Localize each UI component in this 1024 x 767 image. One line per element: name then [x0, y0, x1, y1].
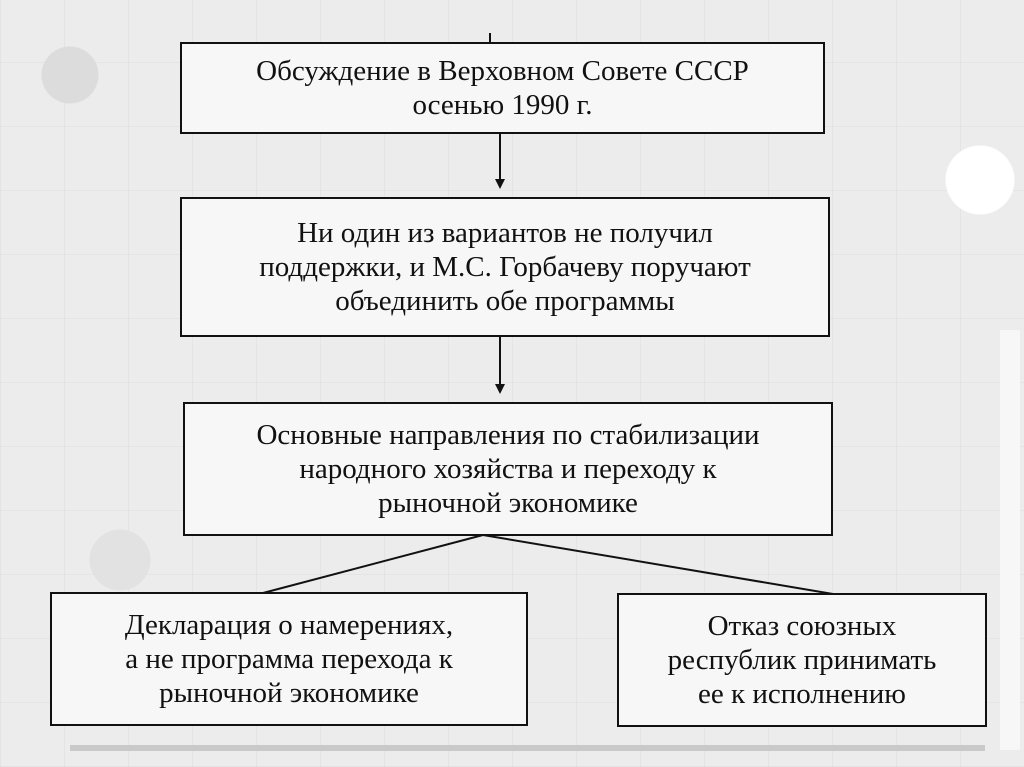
- branch-line-left: [262, 534, 484, 594]
- box3-line-1: Основные направления по стабилизации: [256, 419, 760, 451]
- box4-line-1: Декларация о намерениях,: [124, 609, 454, 641]
- box3-line-2: народного хозяйства и переходу к: [299, 453, 717, 485]
- box1-line-1: Обсуждение в Верховном Совете СССР: [256, 55, 749, 87]
- box-republics-refusal: Отказ союзных республик принимать ее к и…: [617, 593, 987, 727]
- box-no-support: Ни один из вариантов не получил поддержк…: [180, 197, 830, 337]
- box2-line-1: Ни один из вариантов не получил: [297, 217, 713, 249]
- box-discussion-supreme-soviet: Обсуждение в Верховном Совете СССР осень…: [180, 42, 825, 134]
- box-declaration-of-intent: Декларация о намерениях, а не программа …: [50, 592, 528, 726]
- box4-line-3: рыночной экономике: [159, 677, 419, 709]
- page-edge-right: [1000, 330, 1020, 750]
- box5-line-3: ее к исполнению: [698, 678, 906, 710]
- box2-line-3: объединить обе программы: [335, 285, 675, 317]
- box-main-directions: Основные направления по стабилизации нар…: [183, 402, 833, 536]
- box4-line-2: а не программа перехода к: [125, 643, 453, 675]
- page-shadow-bottom: [70, 745, 985, 751]
- box5-line-2: республик принимать: [667, 644, 937, 676]
- box3-line-3: рыночной экономике: [378, 487, 638, 519]
- box5-line-1: Отказ союзных: [707, 610, 897, 642]
- box2-line-2: поддержки, и М.С. Горбачеву поручают: [259, 251, 751, 283]
- box1-line-2: осенью 1990 г.: [412, 89, 593, 121]
- branch-line-right: [482, 534, 834, 595]
